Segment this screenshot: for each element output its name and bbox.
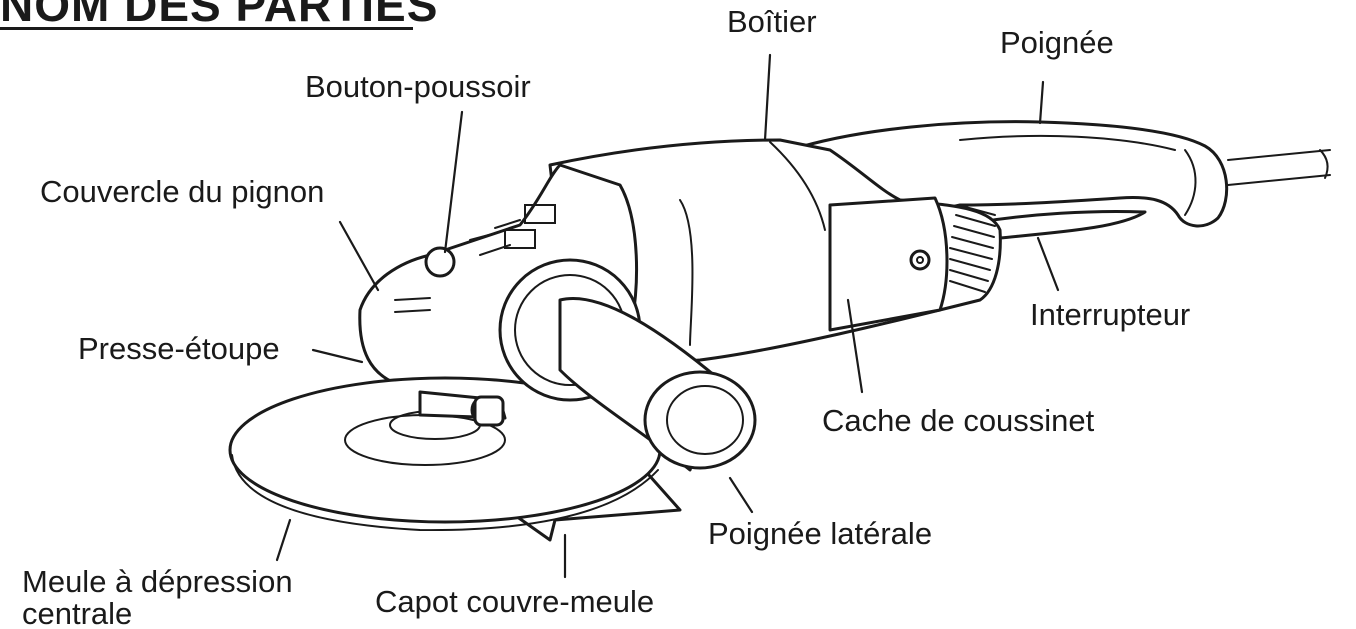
label-poignee: Poignée xyxy=(1000,26,1114,60)
power-cord xyxy=(1228,150,1330,185)
label-couvercle-pignon: Couvercle du pignon xyxy=(40,175,324,209)
switch-trigger xyxy=(980,211,1145,238)
label-presse-etoupe: Presse-étoupe xyxy=(78,332,280,366)
label-meule-line1: Meule à dépression xyxy=(22,565,293,599)
spindle-lock-button xyxy=(426,248,454,276)
label-capot-couvre-meule: Capot couvre-meule xyxy=(375,585,654,619)
label-poignee-laterale: Poignée latérale xyxy=(708,517,932,551)
label-boitier: Boîtier xyxy=(727,5,817,39)
label-bouton-poussoir: Bouton-poussoir xyxy=(305,70,531,104)
label-meule-line2: centrale xyxy=(22,597,132,629)
label-cache-coussinet: Cache de coussinet xyxy=(822,404,1094,438)
label-interrupteur: Interrupteur xyxy=(1030,298,1190,332)
